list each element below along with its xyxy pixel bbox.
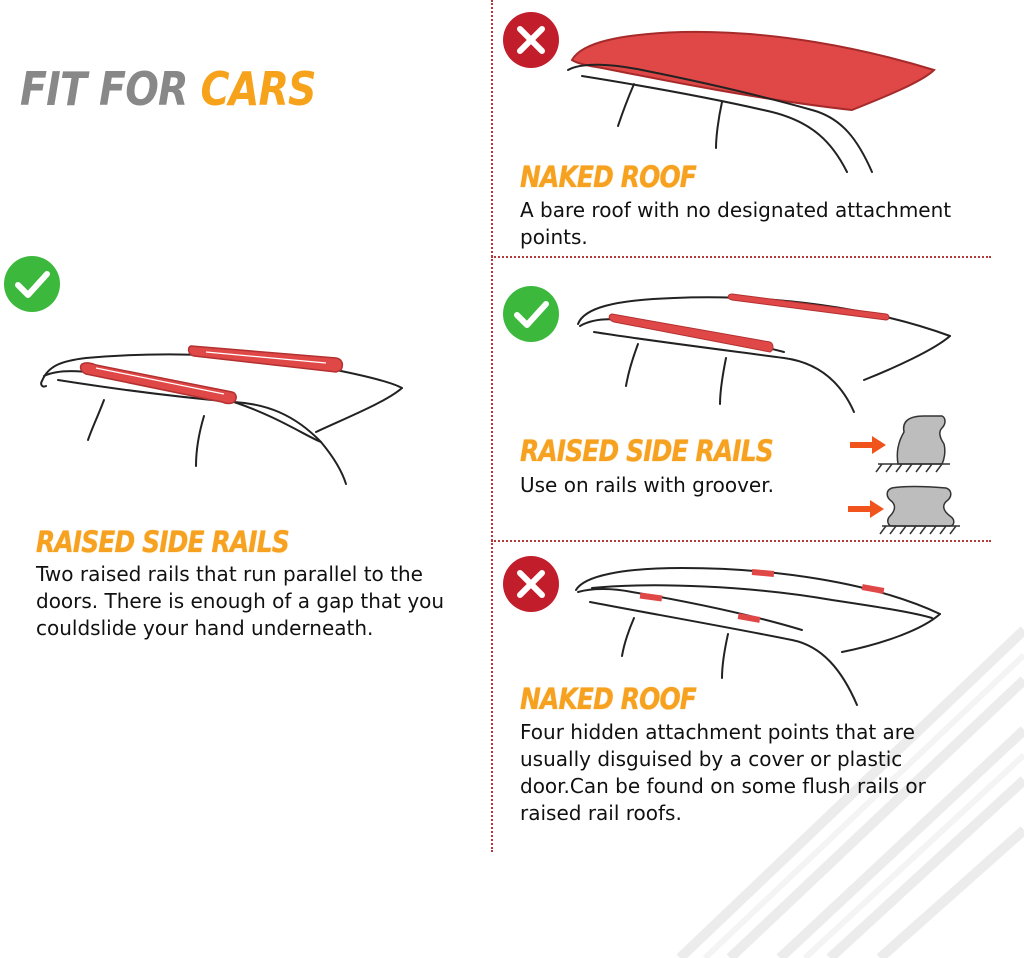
title-part1: FIT FOR [20,62,188,116]
decorative-stripes [640,620,1024,958]
cross-icon [501,554,561,614]
car-hidden-points-illustration [572,560,944,710]
section1-description: A bare roof with no designated attachmen… [520,198,952,249]
rail-profile-groove-bottom [846,484,966,536]
section2-heading: RAISED SIDE RAILS [520,434,774,468]
car-roof-raised-rails-illustration [36,336,408,492]
left-description: Two raised rails that run parallel to th… [36,562,445,640]
section-divider-2 [491,540,991,542]
car-raised-rails-illustration [574,288,954,428]
check-icon [501,284,561,344]
section3-description: Four hidden attachment points that are u… [520,720,926,825]
vertical-divider [491,0,493,852]
section3-heading: NAKED ROOF [520,682,697,716]
cross-icon [501,10,561,70]
page-title: FIT FOR CARS [20,62,317,116]
section2-description: Use on rails with groover. [520,473,774,497]
section1-heading: NAKED ROOF [520,160,697,194]
title-part2: CARS [200,62,317,116]
left-heading: RAISED SIDE RAILS [36,525,290,559]
rail-profile-groove-top [846,412,956,476]
section-divider-1 [491,256,991,258]
car-naked-roof-illustration [562,22,942,174]
check-icon [2,254,62,314]
